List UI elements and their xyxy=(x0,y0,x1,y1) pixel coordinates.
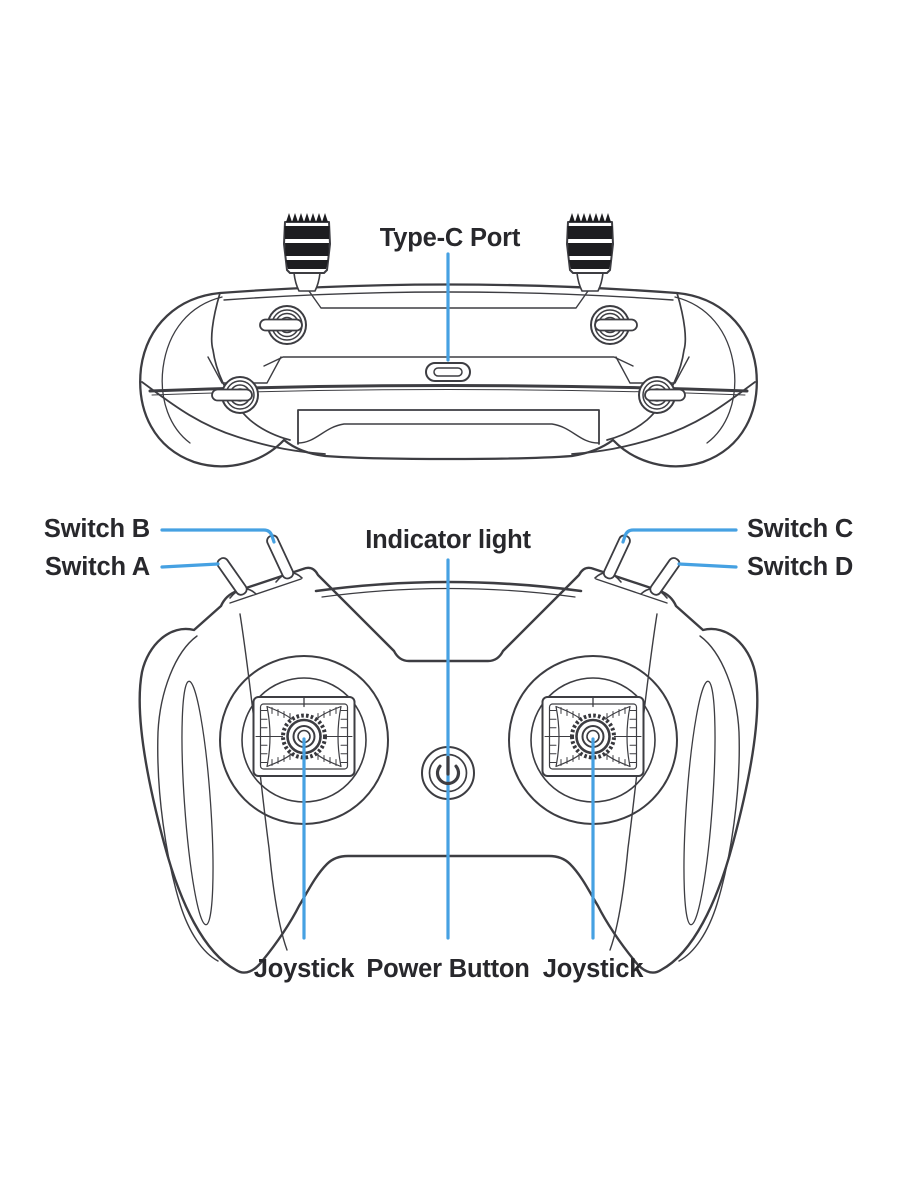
labels: Type-C Port Switch B Switch A Switch C S… xyxy=(44,224,853,983)
label-joystick-right: Joystick xyxy=(543,955,644,983)
left-plate-line xyxy=(229,578,302,604)
label-joystick-left: Joystick xyxy=(254,955,355,983)
bottom-dial-switch-icon xyxy=(207,356,282,414)
switch-c-leader-line xyxy=(621,528,738,544)
front-edge-wrap-right xyxy=(571,381,756,455)
usb-c-port-icon xyxy=(425,362,471,382)
label-switch-c: Switch C xyxy=(747,515,853,543)
label-switch-b: Switch B xyxy=(44,515,150,543)
switch-d-lever xyxy=(640,557,681,599)
switch-b-lever xyxy=(266,534,303,583)
label-switch-d: Switch D xyxy=(747,553,853,581)
right-plate-line xyxy=(595,578,668,604)
switch-c-lever xyxy=(594,534,631,583)
switch-d-leader-line xyxy=(677,562,738,569)
left-lobe-contour xyxy=(161,296,223,444)
antenna-left-icon xyxy=(283,213,331,292)
back-notch xyxy=(297,409,600,445)
right-lobe-contour xyxy=(674,296,736,444)
joystick-gimbal-icon xyxy=(252,696,356,777)
label-indicator-light: Indicator light xyxy=(365,526,531,554)
back-notch-curve xyxy=(297,423,599,444)
power-icon xyxy=(435,755,461,786)
leader-lines xyxy=(160,252,738,940)
left-grip-highlight xyxy=(181,680,214,926)
antenna-right-icon xyxy=(566,212,614,292)
label-type-c-port: Type-C Port xyxy=(380,224,521,252)
top-dial-switch-icon xyxy=(259,305,307,345)
switch-a-leader-line xyxy=(160,562,220,569)
top-view-drawing xyxy=(139,212,758,468)
right-grip-contour xyxy=(678,635,740,962)
right-grip-highlight xyxy=(683,680,716,926)
left-grip-contour xyxy=(157,635,219,962)
switch-b-leader-line xyxy=(160,528,276,544)
switch-a-lever xyxy=(216,557,257,599)
label-power-button: Power Button xyxy=(366,955,529,983)
label-switch-a: Switch A xyxy=(45,553,150,581)
front-edge-wrap-left xyxy=(141,381,326,455)
